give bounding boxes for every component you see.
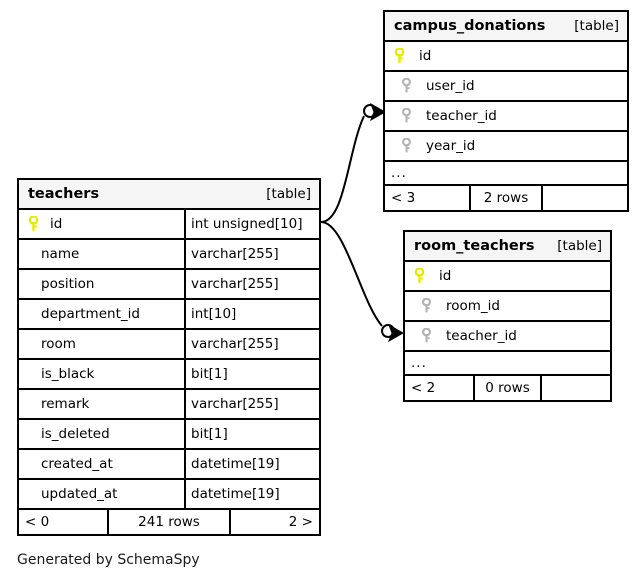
table-row[interactable]: name varchar[255] [19,240,319,270]
column-name: created_at [41,456,113,472]
foreign-key-icon [418,328,434,344]
column-name: id [419,48,432,64]
column-name: department_id [41,306,140,322]
table-row[interactable]: position varchar[255] [19,270,319,300]
column-type: varchar[255] [184,270,319,298]
column-name: is_black [41,366,95,382]
table-row[interactable]: department_id int[10] [19,300,319,330]
table-row[interactable]: updated_at datetime[19] [19,480,319,510]
foreign-key-icon [398,108,414,124]
table-row[interactable]: id [405,262,610,292]
column-type: int[10] [184,300,319,328]
column-name: id [439,268,452,284]
table-row[interactable]: room varchar[255] [19,330,319,360]
column-name: id [50,216,63,232]
column-type: int unsigned[10] [184,210,319,238]
column-name: teacher_id [446,328,517,344]
primary-key-icon [411,268,427,284]
table-campus-donations[interactable]: campus_donations [table] id [383,10,629,212]
primary-key-icon [25,216,41,232]
table-footer: < 0 241 rows 2 > [19,510,319,534]
next-page-button[interactable] [542,376,610,400]
table-type-tag: [table] [557,238,602,254]
column-name: is_deleted [41,426,110,442]
table-header: teachers [table] [19,180,319,210]
table-row[interactable]: year_id [385,132,627,162]
relationship-teachers-room-teachers [320,221,405,343]
column-name: user_id [426,78,475,94]
table-row[interactable]: user_id [385,72,627,102]
table-title: room_teachers [414,238,535,254]
column-type: varchar[255] [184,390,319,418]
column-name: year_id [426,138,476,154]
column-type: varchar[255] [184,330,319,358]
column-name: remark [41,396,90,412]
table-row[interactable]: created_at datetime[19] [19,450,319,480]
table-row[interactable]: teacher_id [405,322,610,352]
prev-page-button[interactable]: < 3 [391,190,416,206]
more-columns-indicator: ... [385,162,627,186]
table-footer: < 2 0 rows [405,376,610,400]
table-row[interactable]: teacher_id [385,102,627,132]
column-type: varchar[255] [184,240,319,268]
relationship-teachers-campus-donations [320,102,387,223]
column-name: room_id [446,298,500,314]
table-row[interactable]: id int unsigned[10] [19,210,319,240]
column-type: bit[1] [184,420,319,448]
column-name: teacher_id [426,108,497,124]
table-title: campus_donations [394,18,546,34]
primary-key-icon [391,48,407,64]
foreign-key-icon [398,78,414,94]
prev-page-button[interactable]: < 2 [411,380,436,396]
table-room-teachers[interactable]: room_teachers [table] id [403,230,612,402]
generated-by-caption: Generated by SchemaSpy [17,552,200,568]
column-type: bit[1] [184,360,319,388]
column-name: updated_at [41,486,118,502]
table-title: teachers [28,186,100,202]
column-name: name [41,246,80,262]
next-page-button[interactable]: 2 > [288,514,313,530]
prev-page-button[interactable]: < 0 [25,514,50,530]
column-name: room [41,336,76,352]
foreign-key-icon [398,138,414,154]
table-type-tag: [table] [266,186,311,202]
column-type: datetime[19] [184,480,319,508]
row-count-label: 2 rows [469,186,543,210]
table-header: room_teachers [table] [405,232,610,262]
table-row[interactable]: id [385,42,627,72]
row-count-label: 0 rows [473,376,542,400]
row-count-label: 241 rows [107,510,231,534]
next-page-button[interactable] [543,186,627,210]
table-row[interactable]: room_id [405,292,610,322]
table-row[interactable]: is_black bit[1] [19,360,319,390]
table-row[interactable]: is_deleted bit[1] [19,420,319,450]
table-teachers[interactable]: teachers [table] id int unsigned[10] nam… [17,178,321,536]
column-name: position [41,276,95,292]
table-footer: < 3 2 rows [385,186,627,210]
foreign-key-icon [418,298,434,314]
table-header: campus_donations [table] [385,12,627,42]
more-columns-indicator: ... [405,352,610,376]
table-row[interactable]: remark varchar[255] [19,390,319,420]
column-type: datetime[19] [184,450,319,478]
table-type-tag: [table] [574,18,619,34]
